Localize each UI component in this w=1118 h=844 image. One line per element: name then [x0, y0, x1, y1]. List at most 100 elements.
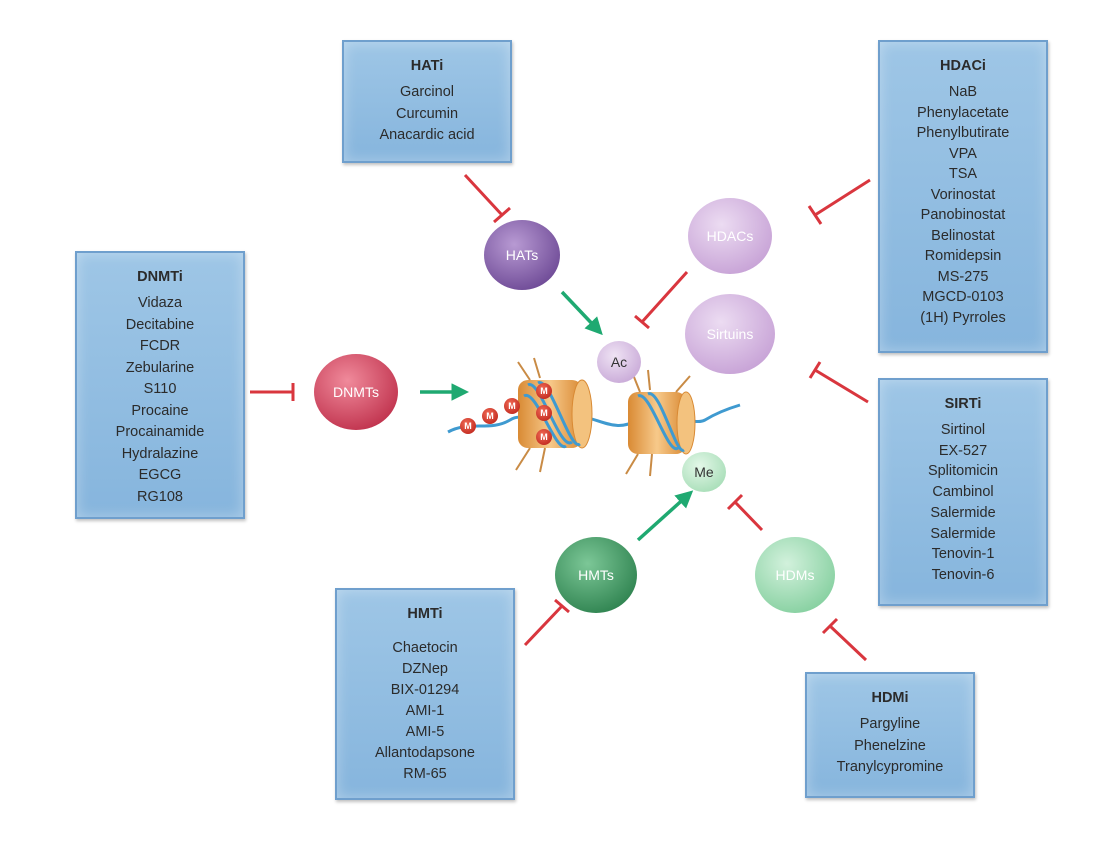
- list-item: Tenovin-1: [931, 546, 995, 563]
- methyl-mark-label: M: [540, 408, 548, 418]
- list-item: Tranylcypromine: [836, 759, 944, 775]
- hdms-inhibits-me: [726, 493, 764, 532]
- methyl-mark: [536, 429, 552, 445]
- methyl-mark: [536, 383, 552, 399]
- chromatin: [447, 357, 741, 477]
- hati-box: HATi Garcinol Curcumin Anacardic acid: [342, 40, 512, 163]
- dnmts-node: [314, 354, 398, 430]
- list-item: Vidaza: [137, 295, 183, 311]
- hdacs-inhibits-ac: [634, 270, 689, 330]
- list-item: BIX-01294: [390, 682, 460, 698]
- hmti-box: HMTi Chaetocin DZNep BIX-01294 AMI-1 AMI…: [335, 588, 515, 800]
- list-item: NaB: [948, 84, 978, 100]
- me-label: Me: [694, 464, 714, 480]
- list-item: MGCD-0103: [922, 289, 1004, 305]
- dnmti-title: DNMTi: [137, 269, 183, 285]
- hmts-methylate-arrow: [636, 490, 694, 542]
- ac-node: [597, 341, 641, 383]
- methyl-mark: [460, 418, 476, 434]
- list-item: Cambinol: [932, 484, 994, 501]
- hats-acetylate-arrow: [560, 290, 603, 336]
- hats-node: [484, 220, 560, 290]
- list-item: Splitomicin: [927, 463, 999, 480]
- list-item: Decitabine: [125, 316, 195, 333]
- dna-strand: [447, 403, 741, 434]
- methyl-mark-label: M: [540, 386, 548, 396]
- dnmti-box: DNMTi Vidaza Decitabine FCDR Zebularine …: [75, 251, 245, 519]
- hmti-inhibits-hmts: [523, 598, 570, 647]
- methyl-mark-label: M: [540, 432, 548, 442]
- methyl-mark-label: M: [486, 411, 494, 421]
- list-item: Romidepsin: [924, 248, 1002, 264]
- inhibition-links: [250, 173, 871, 662]
- list-item: Belinostat: [931, 227, 995, 244]
- list-item: AMI-5: [405, 724, 445, 740]
- nucleosome-2: [625, 369, 696, 477]
- list-item: Procaine: [131, 402, 189, 419]
- hati-list: Garcinol Curcumin Anacardic acid: [344, 82, 510, 147]
- list-item: DZNep: [402, 661, 448, 677]
- list-item: (1H) Pyrroles: [920, 309, 1006, 326]
- list-item: Allantodapsone: [375, 745, 475, 761]
- dnmti-inhibits-dnmts: [250, 383, 295, 401]
- hdacs-label: HDACs: [706, 228, 754, 244]
- list-item: TSA: [948, 166, 978, 182]
- dnmti-list: Vidaza Decitabine FCDR Zebularine S110 P…: [77, 293, 243, 508]
- dnmts-label: DNMTs: [333, 384, 379, 400]
- list-item: Salermide: [930, 525, 996, 542]
- hdmi-list: Pargyline Phenelzine Tranylcypromine: [807, 714, 973, 779]
- list-item: Curcumin: [395, 105, 459, 122]
- hmti-title: HMTi: [407, 606, 443, 622]
- hmts-label: HMTs: [578, 567, 614, 583]
- nucleosome-1: [515, 357, 593, 473]
- list-item: Zebularine: [125, 359, 195, 376]
- methyl-mark: [482, 408, 498, 424]
- hdaci-list: NaB Phenylacetate Phenylbutirate VPA TSA…: [880, 82, 1046, 328]
- hdaci-title: HDACi: [940, 58, 986, 74]
- hats-label: HATs: [505, 247, 539, 263]
- hati-title: HATi: [410, 58, 444, 74]
- sirti-list: Sirtinol EX-527 Splitomicin Cambinol Sal…: [880, 420, 1046, 586]
- list-item: Pargyline: [859, 716, 921, 732]
- methyl-mark-label: M: [508, 401, 516, 411]
- hdmi-inhibits-hdms: [821, 617, 868, 662]
- list-item: MS-275: [937, 268, 989, 285]
- hati-inhibits-hats: [463, 173, 511, 224]
- list-item: Phenelzine: [854, 737, 926, 754]
- list-item: RG108: [137, 488, 183, 505]
- dna-methyl-marks: [460, 383, 552, 445]
- list-item: Procainamide: [115, 424, 205, 440]
- hdmi-title: HDMi: [871, 690, 909, 706]
- hdms-node: [755, 537, 835, 613]
- methyl-mark-label: M: [464, 421, 472, 431]
- list-item: EX-527: [938, 442, 988, 459]
- list-item: Chaetocin: [392, 640, 458, 656]
- hdms-label: HDMs: [775, 567, 815, 583]
- list-item: Garcinol: [400, 84, 454, 100]
- list-item: VPA: [949, 145, 977, 162]
- hdacs-node: [688, 198, 772, 274]
- methyl-mark: [536, 405, 552, 421]
- sirtuins-label: Sirtuins: [706, 326, 754, 342]
- me-node: [682, 452, 726, 492]
- hdaci-box: HDACi NaB Phenylacetate Phenylbutirate V…: [878, 40, 1048, 353]
- hdaci-inhibits-hdacs: [807, 178, 871, 225]
- list-item: Panobinostat: [920, 207, 1006, 223]
- list-item: Phenylbutirate: [916, 125, 1010, 141]
- list-item: Hydralazine: [121, 445, 199, 462]
- list-item: FCDR: [139, 338, 181, 354]
- activation-links: [420, 290, 694, 542]
- hmti-list: Chaetocin DZNep BIX-01294 AMI-1 AMI-5 Al…: [337, 638, 513, 785]
- sirti-inhibits-sirtuins: [808, 361, 869, 404]
- sirti-box: SIRTi Sirtinol EX-527 Splitomicin Cambin…: [878, 378, 1048, 606]
- list-item: AMI-1: [405, 703, 445, 719]
- sirti-title: SIRTi: [944, 396, 982, 412]
- list-item: Phenylacetate: [917, 104, 1009, 121]
- hdmi-box: HDMi Pargyline Phenelzine Tranylcypromin…: [805, 672, 975, 798]
- hmts-node: [555, 537, 637, 613]
- list-item: Vorinostat: [930, 186, 996, 203]
- list-item: Sirtinol: [940, 422, 986, 438]
- list-item: EGCG: [138, 467, 182, 483]
- sirtuins-node: [685, 294, 775, 374]
